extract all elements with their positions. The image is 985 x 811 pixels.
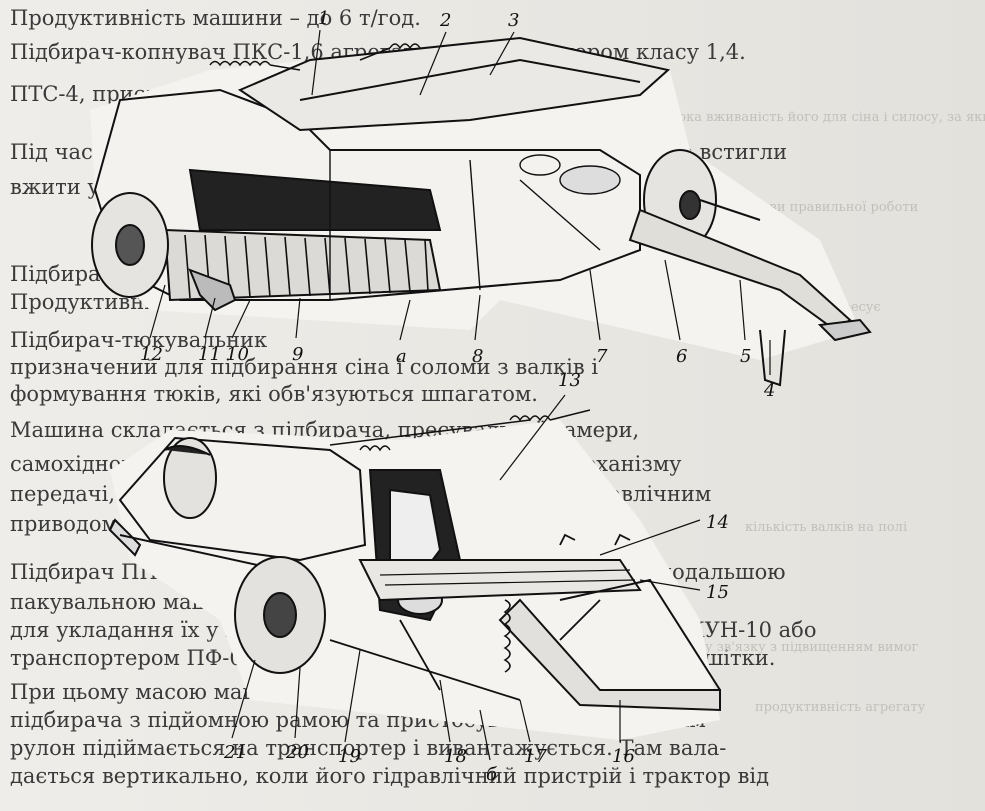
callout-label: б bbox=[486, 764, 498, 785]
callout-label: 2 bbox=[439, 10, 451, 31]
callout-label: 9 bbox=[292, 344, 303, 365]
callout-label: 3 bbox=[508, 10, 519, 31]
callout-label: 7 bbox=[596, 346, 608, 367]
figure-a-leaders bbox=[149, 29, 771, 375]
callout-label: 20 bbox=[285, 742, 309, 763]
text-line: дається вертикально, коли його гідравліч… bbox=[10, 764, 770, 788]
callout-label: 17 bbox=[524, 746, 547, 767]
figure-a-callouts: 1 2 3 12 11 10 9 а 8 7 6 5 4 bbox=[140, 8, 775, 401]
callout-label: 19 bbox=[338, 746, 361, 767]
callout-label: 12 bbox=[140, 344, 163, 365]
text-line: Продуктивність машини – до 6 т/год. bbox=[10, 6, 421, 30]
ghost-line: кількість валків на полі bbox=[745, 520, 908, 535]
ghost-line: продуктивність агрегату bbox=[755, 700, 926, 715]
text-line: призначений для підбирання сіна і соломи… bbox=[10, 355, 599, 379]
ghost-line: висока вживаність його для сіна і силосу… bbox=[655, 110, 985, 125]
figure-b-callouts: 13 14 15 21 20 19 18 б 17 16 bbox=[223, 370, 729, 785]
callout-label: 10 bbox=[226, 344, 249, 365]
figure-a-machine bbox=[90, 36, 872, 387]
callout-label: 15 bbox=[706, 582, 729, 603]
figure-b-machine bbox=[108, 409, 721, 740]
callout-label: 1 bbox=[318, 8, 329, 29]
callout-label: 14 bbox=[706, 512, 729, 533]
callout-label: 21 bbox=[223, 742, 247, 763]
callout-label: 8 bbox=[472, 346, 483, 367]
callout-label: 11 bbox=[198, 344, 221, 365]
callout-label: 13 bbox=[558, 370, 581, 391]
text-line: Підбирач-тюкувальник bbox=[10, 328, 268, 352]
ghost-line: у зв'язку з підвищенням вимог bbox=[705, 640, 919, 655]
callout-label: 6 bbox=[676, 346, 687, 367]
text-line: формування тюків, які обв'язуються шпага… bbox=[10, 382, 538, 406]
callout-label: 16 bbox=[612, 746, 635, 767]
callout-label: 5 bbox=[740, 346, 751, 367]
figure-b-leaders bbox=[231, 394, 701, 761]
callout-label: 18 bbox=[444, 746, 467, 767]
text-line: рулон підіймається на транспортер і вива… bbox=[10, 736, 727, 760]
callout-label: 4 bbox=[763, 380, 775, 401]
callout-label: а bbox=[396, 346, 407, 367]
